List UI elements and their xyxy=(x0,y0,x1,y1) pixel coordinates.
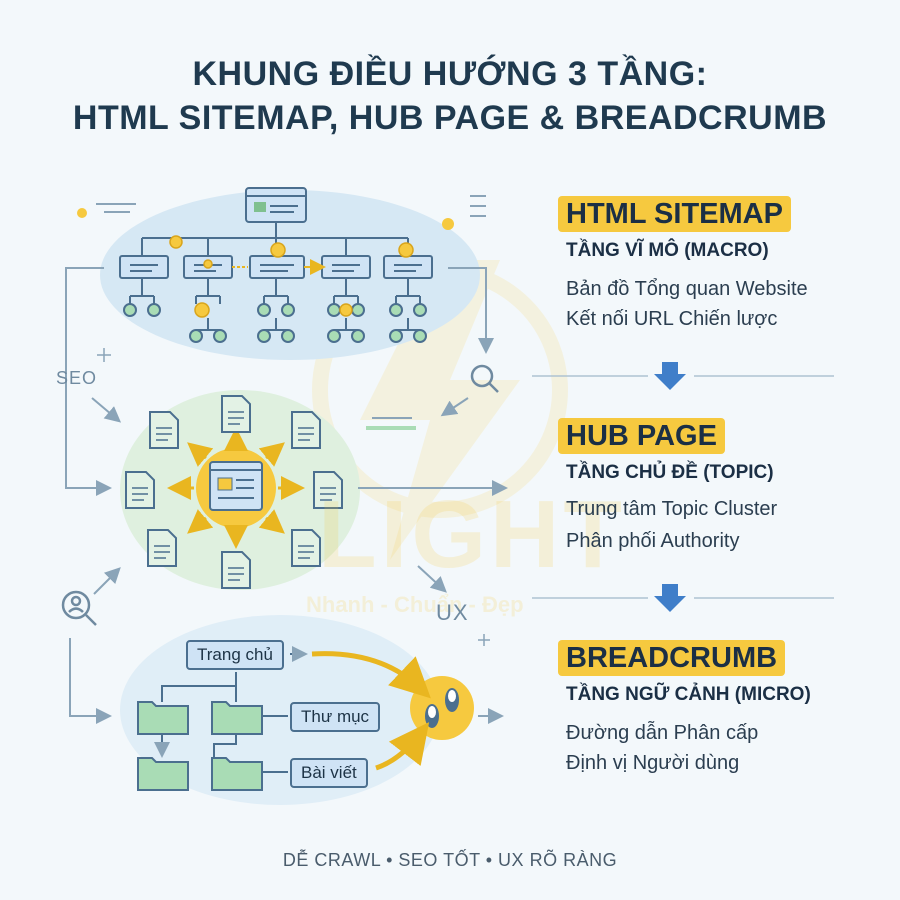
title-line-2: HTML SITEMAP, HUB PAGE & BREADCRUMB xyxy=(72,99,828,137)
title-line-1: KHUNG ĐIỀU HƯỚNG 3 TẦNG: xyxy=(192,55,708,93)
sitemap-tree xyxy=(119,187,433,343)
ux-label: UX xyxy=(436,600,469,625)
down-arrow-icons xyxy=(654,362,686,612)
tier-dividers xyxy=(532,375,834,599)
tier-hub-subtitle: TẦNG CHỦ ĐỀ (TOPIC) xyxy=(566,462,774,483)
tier-sitemap-subtitle: TẦNG VĨ MÔ (MACRO) xyxy=(566,240,769,261)
tier-breadcrumb-line-1: Đường dẫn Phân cấp xyxy=(566,722,759,744)
hub-page-cluster xyxy=(125,395,343,589)
tier-hub-line-1: Trung tâm Topic Cluster xyxy=(566,498,778,520)
tier-breadcrumb-line-2: Định vị Người dùng xyxy=(566,752,740,774)
folder-icons xyxy=(137,701,263,791)
breadcrumb-post: Bài viết xyxy=(290,758,368,788)
sitemap-link-dots xyxy=(169,235,414,318)
tier-breadcrumb-subtitle: TẦNG NGỮ CẢNH (MICRO) xyxy=(566,684,811,705)
decor-dashes xyxy=(96,195,486,419)
breadcrumb-folder: Thư mục xyxy=(290,702,381,732)
tier-hub-line-2: Phân phối Authority xyxy=(566,530,740,552)
breadcrumb-home: Trang chủ xyxy=(186,640,284,670)
footer-tagline: DỄ CRAWL • SEO TỐT • UX RÕ RÀNG xyxy=(282,850,618,870)
tier-hub-heading: HUB PAGE xyxy=(558,418,725,454)
sitemap-leaf-nodes xyxy=(123,303,427,343)
decor-dot xyxy=(442,218,454,230)
search-icon xyxy=(470,364,499,393)
user-search-icon xyxy=(61,590,97,626)
seo-label: SEO xyxy=(56,368,98,388)
flow-arrows xyxy=(65,267,508,724)
breadcrumb-tree xyxy=(137,646,474,791)
decor-dot xyxy=(77,208,87,218)
watermark-tagline: Nhanh - Chuẩn - Đẹp xyxy=(306,592,524,617)
page-title: KHUNG ĐIỀU HƯỚNG 3 TẦNG: HTML SITEMAP, H… xyxy=(0,52,900,140)
tier-sitemap-line-2: Kết nối URL Chiến lược xyxy=(566,308,778,330)
cluster-document-icons xyxy=(125,395,343,589)
tier-sitemap-line-1: Bản đồ Tổng quan Website xyxy=(566,278,808,300)
tier-sitemap-heading: HTML SITEMAP xyxy=(558,196,791,232)
tier-breadcrumb-heading: BREADCRUMB xyxy=(558,640,786,676)
watermark-brand: LIGHT xyxy=(318,481,626,588)
sparkle-icon xyxy=(97,348,490,646)
